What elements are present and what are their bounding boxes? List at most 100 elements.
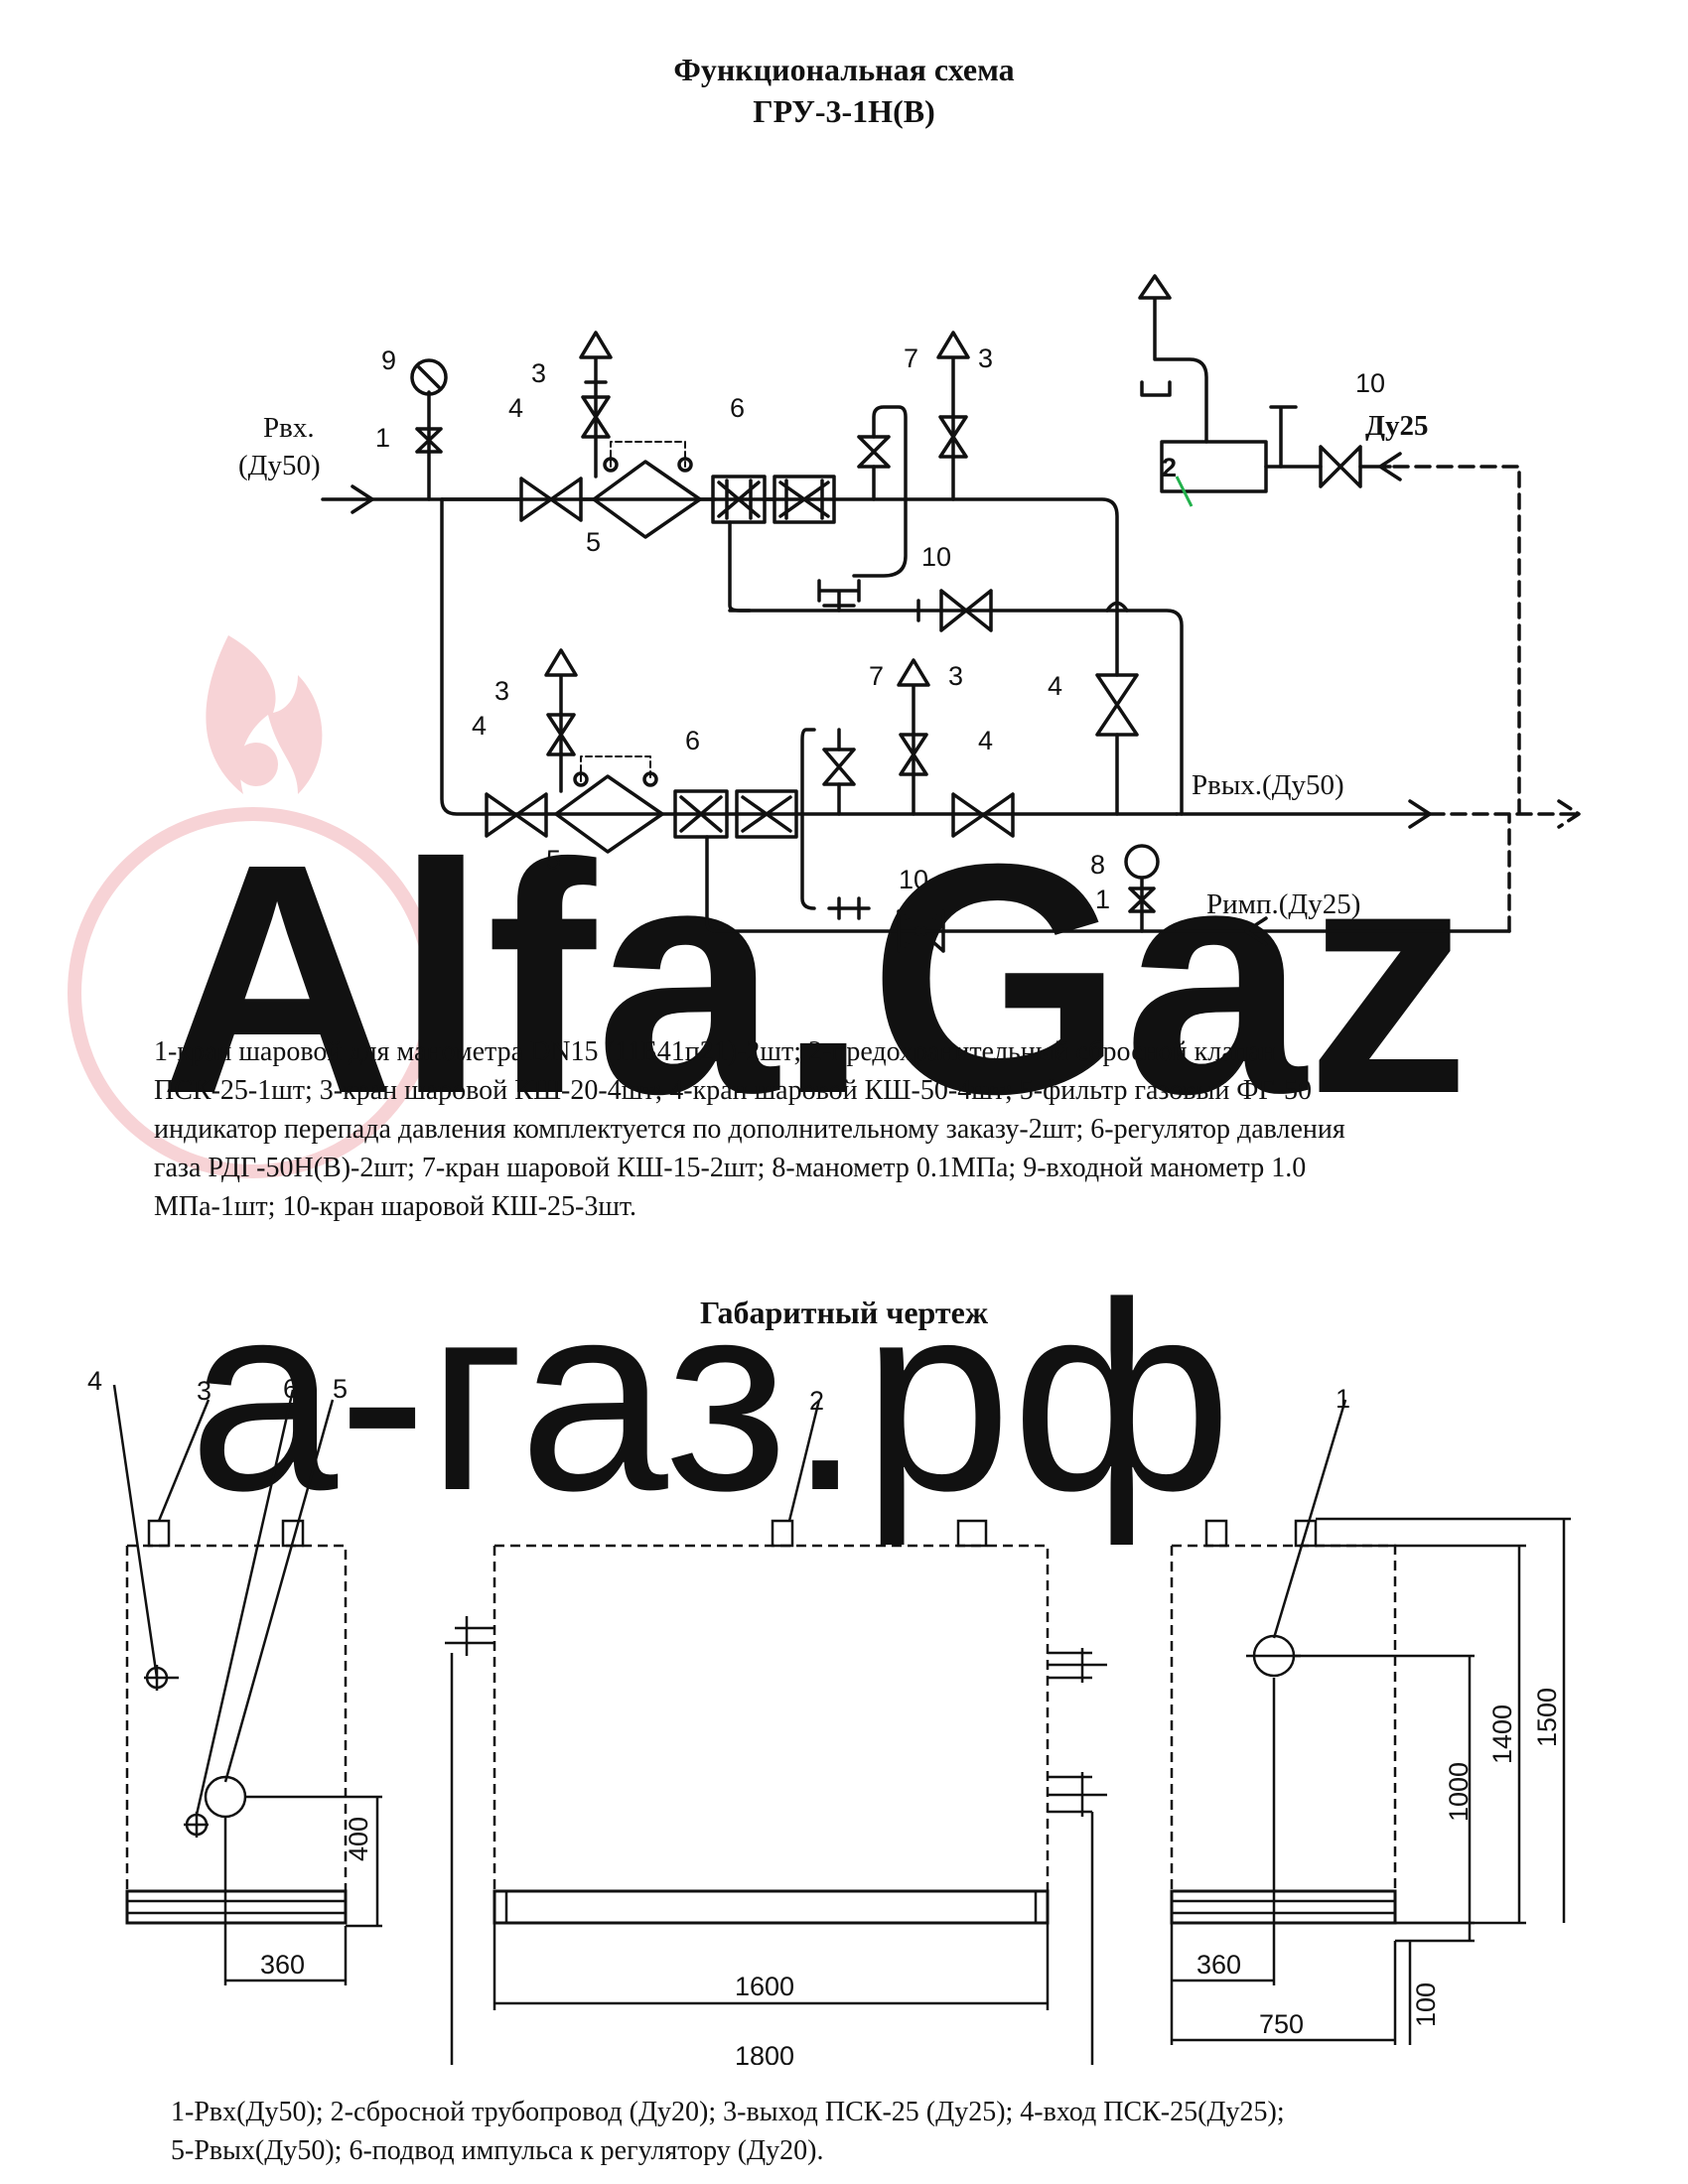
num-4b: 4 xyxy=(472,711,487,741)
num-3c: 3 xyxy=(494,676,509,706)
num-1b: 1 xyxy=(1095,885,1110,914)
front-view-base xyxy=(492,1889,1050,1925)
valve-3-bottom-right-icon xyxy=(899,733,928,776)
port-right-front-top xyxy=(1048,1648,1107,1683)
regulator-6-bottom-a xyxy=(673,789,729,839)
callout-3: 3 xyxy=(197,1376,211,1406)
dim-1600-line xyxy=(492,1923,1050,2010)
valve-10-mid-icon xyxy=(939,589,993,632)
vent-3-bottom-left xyxy=(544,648,578,793)
callout-3-line xyxy=(157,1399,211,1522)
num-4d: 4 xyxy=(1048,671,1062,701)
scheme-legend-line: 1-кран шаровой для манометра DN15 (11Б41… xyxy=(154,1036,1276,1067)
valve-4-bottom-left-icon xyxy=(485,792,548,838)
num-1a: 1 xyxy=(375,423,390,453)
regulator-6-bottom-b xyxy=(735,789,798,839)
valve-10-top-icon xyxy=(1319,445,1362,488)
label-p-in: Рвх. xyxy=(263,412,315,444)
valve-3-top-right-icon xyxy=(938,415,968,459)
valve-7-top-icon xyxy=(857,435,891,469)
valve-1-top-icon xyxy=(415,427,443,454)
psk-2-vent xyxy=(1138,274,1208,444)
dim-360-left: 360 xyxy=(260,1950,305,1979)
impulse-pipe-top xyxy=(728,520,752,613)
scheme-legend: 1-кран шаровой для манометра DN15 (11Б41… xyxy=(154,1032,1623,1226)
valve-4-bottom-right-icon xyxy=(951,792,1015,838)
inlet-arrow xyxy=(351,484,374,514)
filter-5-bottom-icon xyxy=(554,774,664,854)
drawing-legend-line: 1-Рвх(Ду50); 2-сбросной трубопровод (Ду2… xyxy=(171,2097,1285,2127)
valve-10-bottom-icon xyxy=(897,909,945,953)
num-10c: 10 xyxy=(1355,368,1385,398)
num-3d: 3 xyxy=(948,661,963,691)
psk-2-callout xyxy=(1175,476,1194,507)
drawing-title: Габаритный чертеж xyxy=(699,1295,989,1330)
dim-1600: 1600 xyxy=(735,1972,794,2001)
drawing-legend-line: 5-Рвых(Ду50); 6-подвод импульса к регуля… xyxy=(171,2135,824,2166)
callout-2: 2 xyxy=(809,1386,824,1416)
tee-bottom-icon xyxy=(827,896,871,920)
top-branch-pipe xyxy=(440,497,1119,677)
dim-400-line xyxy=(246,1795,382,1928)
num-3b: 3 xyxy=(978,343,993,373)
dim-400: 400 xyxy=(344,1817,373,1861)
dim-360-right-line xyxy=(1170,1678,1276,2045)
dim-1000: 1000 xyxy=(1444,1762,1474,1822)
port-2-front xyxy=(771,1519,794,1548)
scheme-legend-line: газа РДГ-50Н(В)-2шт; 7-кран шаровой КШ-1… xyxy=(154,1153,1307,1183)
label-p-in-dn: (Ду50) xyxy=(238,450,321,481)
num-4a: 4 xyxy=(508,393,523,423)
label-p-out: Рвых.(Ду50) xyxy=(1192,769,1344,801)
scheme-legend-line: МПа-1шт; 10-кран шаровой КШ-25-3шт. xyxy=(154,1191,637,1222)
impulse-inlet-arrow xyxy=(1244,916,1268,946)
callout-2-line xyxy=(787,1399,821,1522)
left-vertical-pipe xyxy=(440,497,1179,816)
num-8: 8 xyxy=(1090,850,1105,880)
callout-1-line xyxy=(1272,1399,1347,1639)
dim-1800: 1800 xyxy=(735,2041,794,2065)
num-10b: 10 xyxy=(899,865,928,894)
side-view-right-body xyxy=(1170,1544,1397,1891)
port-1-front xyxy=(445,1616,494,1656)
dim-360-right: 360 xyxy=(1196,1950,1241,1979)
page-subtitle: ГРУ-3-1Н(В) xyxy=(753,93,935,129)
num-6a: 6 xyxy=(730,393,745,423)
num-7b: 7 xyxy=(869,661,884,691)
port-5-left xyxy=(204,1775,247,1819)
dim-1800-line xyxy=(450,1653,1094,2065)
filter-5-bottom-indicator xyxy=(580,755,651,782)
callout-4-line xyxy=(112,1384,159,1679)
functional-scheme: Рвх. (Ду50) Рвых.(Ду50) Римп.(Ду25) Ду25… xyxy=(238,274,1581,953)
callout-4: 4 xyxy=(87,1366,102,1396)
dim-750-line xyxy=(1172,1941,1397,2045)
bypass-line-mid xyxy=(728,609,1184,816)
dim-100-line xyxy=(1395,1921,1475,2045)
gauge-8-icon xyxy=(1124,844,1160,880)
valve-4-vertical-icon xyxy=(1095,673,1139,737)
callout-5-line xyxy=(223,1399,335,1783)
dim-360-left-line xyxy=(223,1817,348,1985)
gauge-9-icon xyxy=(410,358,448,396)
dim-750: 750 xyxy=(1259,2009,1304,2039)
scheme-legend-line: ПСК-25-1шт; 3-кран шаровой КШ-20-4шт; 4-… xyxy=(154,1075,1312,1106)
vent-3-top-right xyxy=(936,331,970,501)
callout-5: 5 xyxy=(333,1374,348,1404)
num-5b: 5 xyxy=(546,845,561,875)
impulse-pipe-bottom xyxy=(705,835,1179,933)
dim-1500-line xyxy=(1316,1517,1571,1923)
dim-1500: 1500 xyxy=(1532,1688,1562,1747)
dim-1000-line xyxy=(1294,1654,1475,1941)
filter-5-top-indicator xyxy=(610,441,686,468)
num-5a: 5 xyxy=(586,527,601,557)
dashed-connection xyxy=(1388,465,1581,933)
num-10a: 10 xyxy=(921,542,951,572)
callout-1: 1 xyxy=(1336,1384,1350,1414)
psk-2-icon xyxy=(1160,440,1268,493)
callout-6-line xyxy=(195,1389,295,1816)
valve-7-bottom-icon xyxy=(822,748,856,786)
scheme-legend-line: индикатор перепада давления комплектуетс… xyxy=(154,1114,1345,1145)
side-view-left-base xyxy=(125,1889,348,1925)
vent-3-bottom-right xyxy=(897,658,930,816)
valve-3-bottom-left-icon xyxy=(546,713,576,756)
num-6b: 6 xyxy=(685,726,700,755)
